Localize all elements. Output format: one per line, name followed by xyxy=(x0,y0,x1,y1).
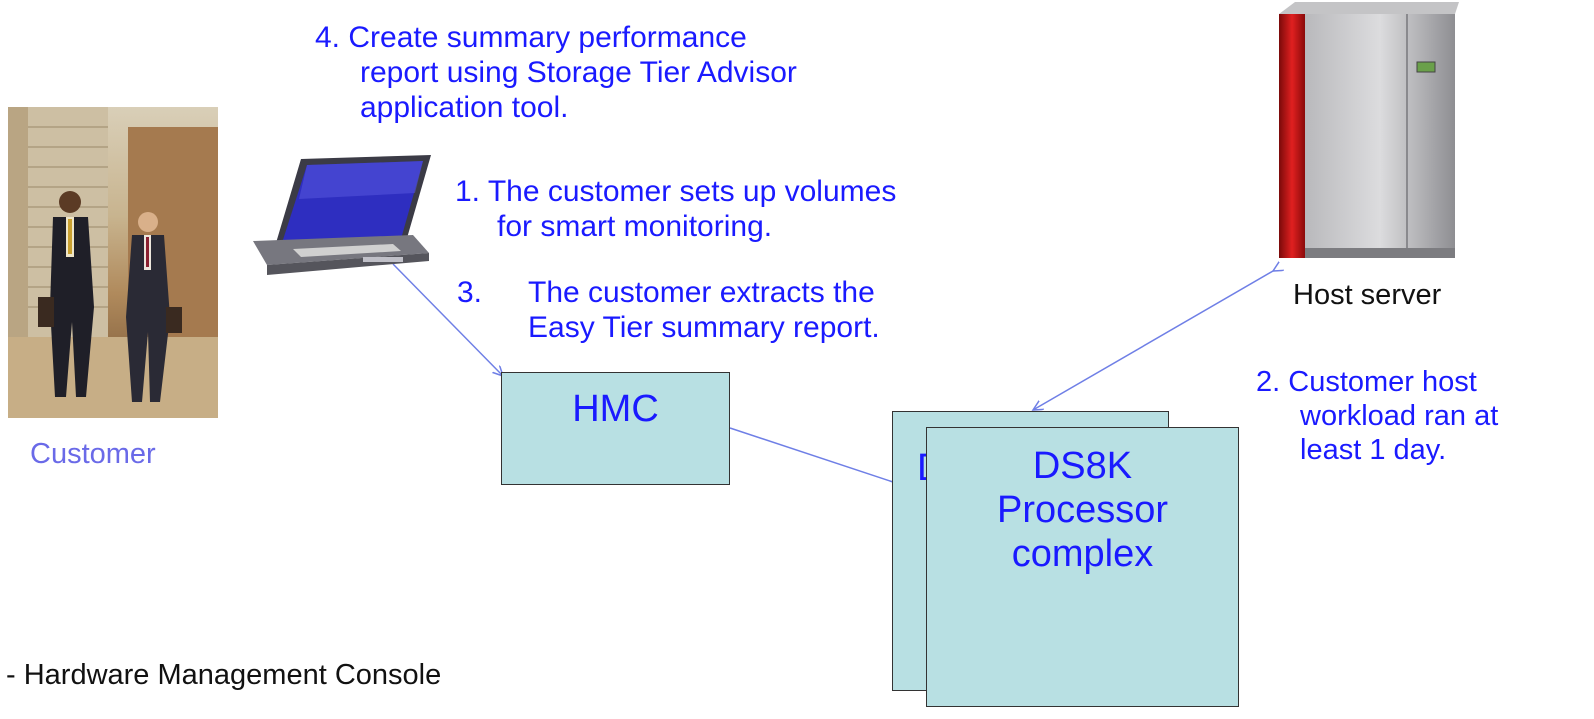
step-1-number: 1. xyxy=(455,175,481,208)
step-2-number: 2. xyxy=(1256,366,1281,398)
step-4-line-1: Create summary performance xyxy=(348,21,747,54)
step-3-line-1: The customer extracts the xyxy=(528,276,875,309)
step-4-line-2: report using Storage Tier Advisor xyxy=(360,56,797,89)
hmc-to-ds8k-line xyxy=(729,427,894,483)
step-2-line-1: Customer host xyxy=(1288,366,1477,398)
step-1-line-2: for smart monitoring. xyxy=(497,210,773,243)
ds8k-label-line-1: DS8K xyxy=(1032,445,1133,487)
ds8k-label-group: DS8K Processor complex xyxy=(927,444,1238,576)
step-4-line-3: application tool. xyxy=(360,91,569,124)
host-server-icon xyxy=(1277,0,1459,262)
step-3-number: 3. xyxy=(457,276,483,309)
laptop-icon xyxy=(243,153,433,279)
step-1-line-1: The customer sets up volumes xyxy=(487,175,897,208)
step-4-number: 4. xyxy=(315,21,341,54)
host-server-label: Host server xyxy=(1293,279,1442,311)
step-3-line-2: Easy Tier summary report. xyxy=(528,311,880,344)
step-1-text: 1. The customer sets up volumes for smar… xyxy=(455,174,896,244)
ds8k-processor-complex-box: DS8K Processor complex xyxy=(926,427,1239,707)
host-ds8k-bidirectional-arrow xyxy=(1033,271,1273,410)
footnote-text: - Hardware Management Console xyxy=(6,659,442,691)
step-3-text: 3. The customer extracts the Easy Tier su… xyxy=(457,275,880,345)
hmc-label: HMC xyxy=(572,388,659,430)
step-2-text: 2. Customer host workload ran at least 1… xyxy=(1256,365,1498,467)
step-4-text: 4. Create summary performance report usi… xyxy=(315,20,797,125)
ds8k-label-line-2: Processor xyxy=(996,489,1169,531)
step-2-line-2: workload ran at xyxy=(1300,400,1499,432)
ds8k-label-line-3: complex xyxy=(1011,533,1154,575)
customer-label: Customer xyxy=(30,438,156,470)
customer-photo xyxy=(8,107,218,418)
hmc-box: HMC xyxy=(501,372,730,485)
step-2-line-3: least 1 day. xyxy=(1300,434,1447,466)
laptop-to-hmc-arrow xyxy=(392,263,503,376)
